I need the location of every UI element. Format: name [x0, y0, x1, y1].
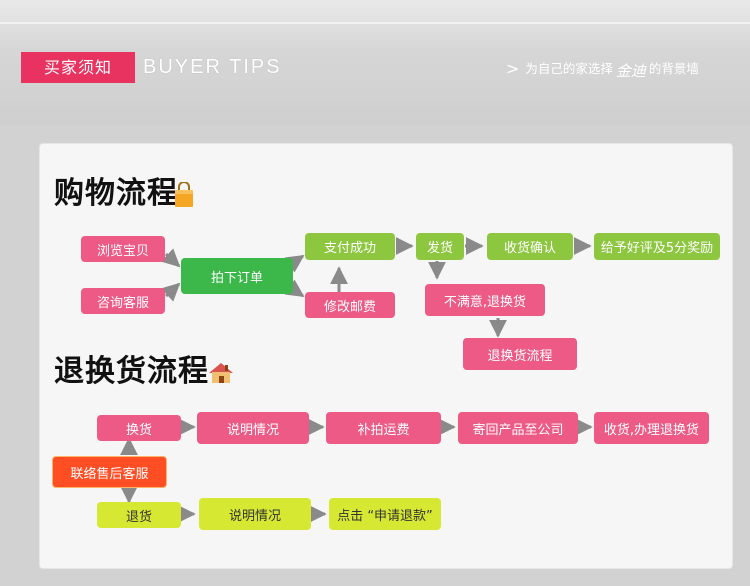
- step-explain-refund: 说明情况: [199, 498, 311, 530]
- shopping-bag-icon: [175, 182, 193, 207]
- step-refund: 退货: [97, 502, 181, 528]
- step-browse: 浏览宝贝: [81, 236, 165, 262]
- step-contact-service: 联络售后客服: [52, 456, 167, 488]
- arrow-order-to-modify: [284, 279, 305, 298]
- arrow-consult-to-order: [160, 282, 181, 302]
- step-ship: 发货: [416, 233, 464, 260]
- buyer-tips-title: BUYER TIPS: [143, 56, 282, 78]
- step-pay-postage: 补拍运费: [326, 412, 441, 444]
- step-exchange: 换货: [97, 415, 181, 441]
- header-divider-top: [0, 22, 750, 24]
- house-icon: [209, 363, 233, 383]
- buyer-notice-badge: 买家须知: [21, 52, 135, 83]
- step-receive-process: 收货,办理退换货: [594, 412, 709, 444]
- step-click-refund: 点击 “申请退款”: [329, 498, 441, 530]
- step-return-flow: 退换货流程: [463, 338, 577, 370]
- step-consult: 咨询客服: [81, 288, 165, 314]
- process-panel: 购物流程 退换货流程: [40, 144, 732, 568]
- slogan-text-after: 的背景墙: [648, 61, 699, 76]
- step-explain-exchange: 说明情况: [197, 412, 309, 444]
- step-order: 拍下订单: [181, 258, 293, 294]
- shopping-flow-title: 购物流程: [54, 176, 178, 211]
- step-confirm: 收货确认: [487, 233, 573, 260]
- chevron-right-icon: >: [506, 59, 520, 78]
- returns-flow-title: 退换货流程: [54, 354, 209, 389]
- arrow-order-to-pay: [284, 254, 305, 273]
- step-unsatisfied: 不满意,退换货: [425, 284, 545, 316]
- step-review: 给予好评及5分奖励: [594, 233, 720, 260]
- step-modify-postage: 修改邮费: [305, 292, 395, 318]
- step-pay: 支付成功: [305, 233, 395, 260]
- header-slogan: > 为自己的家选择金迪的背景墙: [506, 58, 699, 80]
- arrow-browse-to-order: [160, 248, 181, 268]
- flow-arrows: [120, 237, 593, 523]
- step-send-back: 寄回产品至公司: [458, 412, 578, 444]
- slogan-text-before: 为自己的家选择: [525, 61, 613, 76]
- brand-logo: 金迪: [615, 62, 646, 80]
